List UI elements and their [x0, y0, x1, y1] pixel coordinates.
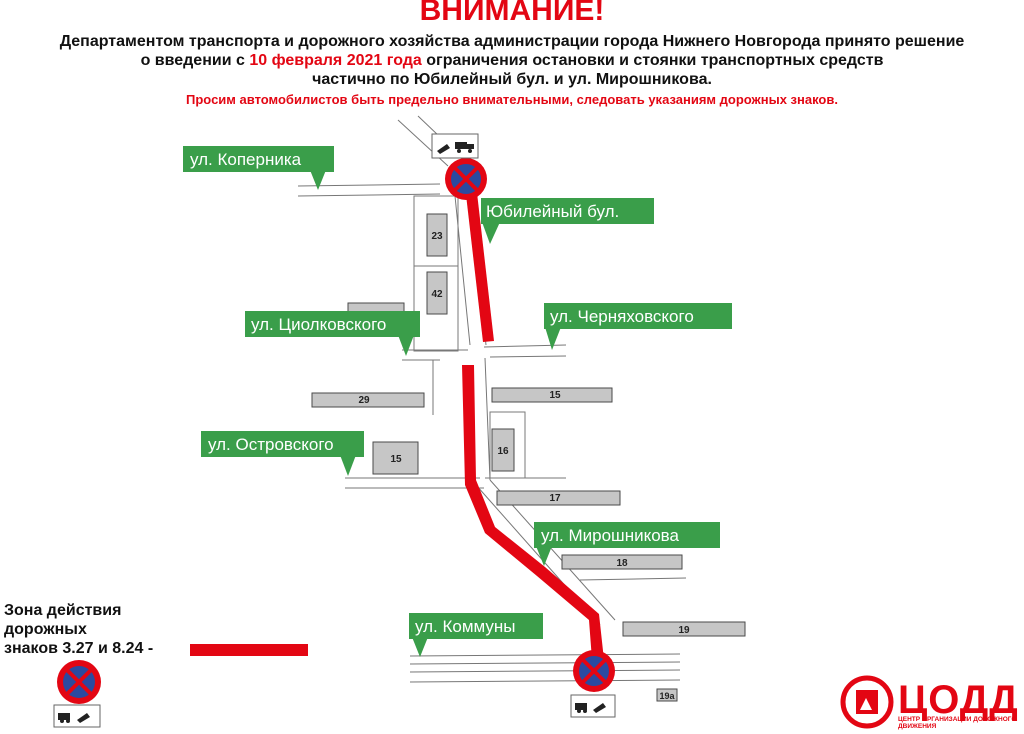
building-17-label: 17 — [549, 493, 561, 504]
no-stopping-sign-icon — [445, 158, 487, 200]
building-23-label: 23 — [431, 231, 443, 242]
building-17 — [496, 490, 621, 506]
street-label-tsiolkovskogo-text: ул. Циолковского — [251, 315, 386, 334]
street-label-kommuny-text: ул. Коммуны — [415, 617, 516, 636]
building-42-label: 42 — [431, 289, 443, 300]
building-15-east-label: 15 — [549, 390, 561, 401]
no-stopping-sign-icon — [57, 660, 101, 704]
building-16-label: 16 — [497, 446, 509, 457]
street-label-miroshnikova: ул. Мирошникова — [534, 522, 720, 566]
driver-warning: Просим автомобилистов быть предельно вни… — [186, 92, 838, 107]
tow-truck-icon — [431, 133, 479, 159]
notice-line-1: Департаментом транспорта и дорожного хоз… — [59, 33, 965, 50]
codd-logo-icon — [840, 675, 894, 729]
street-label-kommuny: ул. Коммуны — [409, 613, 543, 657]
block-outline — [489, 411, 526, 479]
notice-text: Департаментом транспорта и дорожного хоз… — [0, 32, 1024, 89]
street-label-chernyakhovskogo-text: ул. Черняховского — [550, 307, 694, 326]
legend-zone-swatch — [190, 644, 308, 656]
notice-line-2-pre: о введении с — [140, 52, 250, 69]
notice-line-3: частично по Юбилейный бул. и ул. Мирошни… — [312, 71, 712, 88]
building-23 — [426, 213, 448, 257]
block-outline — [413, 195, 459, 352]
building-15-west-label: 15 — [390, 454, 402, 465]
logo-name: ЦОДД — [898, 678, 1019, 722]
restriction-date: 10 февраля 2021 года — [249, 52, 422, 69]
no-stopping-sign-icon — [573, 650, 615, 692]
building-29-label: 29 — [358, 395, 370, 406]
building-19-label: 19 — [678, 625, 690, 636]
tow-truck-icon — [570, 694, 616, 718]
notice-line-2-post: ограничения остановки и стоянки транспор… — [421, 52, 884, 69]
notice-line-2: о введении с 10 февраля 2021 года ограни… — [0, 51, 1024, 70]
street-label-ostrovskogo: ул. Островского — [201, 431, 364, 476]
street-label-kopernika: ул. Коперника — [183, 146, 334, 190]
legend-line-2: дорожных — [4, 621, 87, 638]
building-15-east — [491, 387, 613, 403]
tow-truck-icon — [53, 704, 101, 728]
restriction-zone-south — [462, 365, 604, 660]
street-label-ostrovskogo-text: ул. Островского — [208, 435, 334, 454]
street-label-yubileyny-text: Юбилейный бул. — [486, 202, 619, 221]
street-label-kopernika-text: ул. Коперника — [190, 150, 302, 169]
building-16 — [491, 428, 515, 472]
logo-subtitle: ЦЕНТР ОРГАНИЗАЦИИ ДОРОЖНОГО ДВИЖЕНИЯ — [898, 716, 1017, 730]
building-18-label: 18 — [616, 558, 628, 569]
street-label-miroshnikova-text: ул. Мирошникова — [541, 526, 680, 545]
building-42 — [426, 271, 448, 315]
building-15-west — [372, 441, 419, 475]
legend-line-3: знаков 3.27 и 8.24 - — [4, 640, 154, 657]
street-label-yubileyny: Юбилейный бул. — [481, 198, 654, 244]
legend-line-1: Зона действия — [4, 602, 122, 619]
building-29 — [311, 392, 425, 408]
building-19a — [656, 688, 678, 702]
street-label-chernyakhovskogo: ул. Черняховского — [544, 303, 732, 350]
building-19 — [622, 621, 746, 637]
page-title: ВНИМАНИЕ! — [419, 0, 605, 27]
restriction-zone-north — [465, 184, 494, 342]
legend: Зона действия дорожных знаков 3.27 и 8.2… — [4, 601, 153, 658]
street-label-tsiolkovskogo: ул. Циолковского — [245, 311, 420, 356]
building-19a-label: 19а — [659, 691, 675, 701]
building-18 — [561, 554, 683, 570]
